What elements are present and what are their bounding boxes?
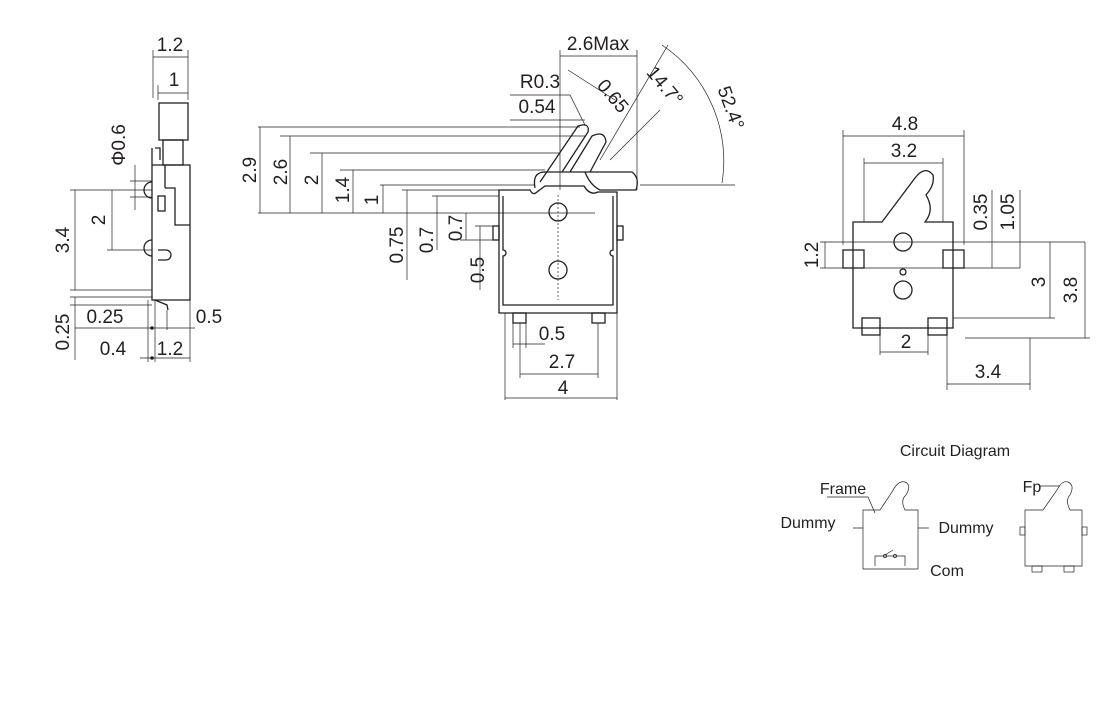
back-body-outline [852, 170, 954, 329]
dim-max-width: 2.6Max [567, 34, 630, 55]
dim-angle-small: 14.7° [642, 63, 687, 111]
angle-arc [661, 44, 725, 184]
dim-actuator-width: 1 [169, 70, 180, 91]
stem-outline [162, 139, 184, 166]
dim-foot-height: 0.25 [53, 314, 74, 351]
front-view: 2.6Max R0.3 0.54 0.65 14.7° 52.4° 2.9 2.… [240, 34, 748, 400]
right-tab [616, 225, 624, 241]
dim-dot [150, 356, 154, 360]
back-dimension-lines [820, 130, 1090, 390]
side-pins [143, 181, 172, 261]
dim-lever-width: 0.65 [592, 76, 632, 118]
dim-38: 3.8 [1061, 277, 1082, 303]
actuator-outline [158, 102, 189, 141]
dim-height: 3.4 [53, 226, 74, 253]
dim-body-width: 3.2 [891, 141, 917, 162]
dim-pin-pitch: 2 [89, 215, 110, 226]
dim-h07a: 0.7 [417, 227, 438, 253]
circuit-diagram: Circuit Diagram Frame Dummy Dummy Com Fp [780, 443, 1088, 580]
dim-h075: 0.75 [387, 227, 408, 264]
dim-body-width: 1.2 [157, 339, 183, 360]
tab [1019, 526, 1026, 536]
pad-right [927, 317, 948, 336]
dim-pin-offset: 0.4 [100, 339, 127, 360]
dim-foot-offset: 0.25 [87, 307, 124, 328]
dim-dot [150, 326, 154, 330]
front-body-outline [498, 185, 618, 314]
circuit-leaders [827, 496, 929, 529]
tab [1081, 526, 1088, 536]
dim-tab-height: 1.2 [802, 242, 823, 268]
pad [1063, 565, 1075, 573]
lever-bar [533, 171, 638, 191]
bottom-pad-right [591, 312, 606, 324]
side-dimension-lines [70, 50, 195, 362]
circuit-switch-left [862, 481, 919, 570]
dim-105: 1.05 [998, 194, 1019, 231]
label-fp: Fp [1023, 479, 1042, 496]
lever-arms [539, 124, 607, 183]
dim-total-width: 4.8 [892, 114, 918, 135]
dim-h05: 0.5 [468, 257, 489, 283]
dim-pad-pitch: 2.7 [549, 352, 575, 373]
label-frame: Frame [820, 481, 866, 498]
circuit-contact [874, 549, 906, 566]
dim-pad-pitch: 2 [901, 332, 912, 353]
dim-pad-width: 0.5 [539, 324, 565, 345]
dim-h14: 1.4 [333, 176, 354, 203]
side-body-outline [151, 147, 191, 301]
dim-h07b: 0.7 [446, 215, 467, 241]
pad [1031, 565, 1043, 573]
dim-h29: 2.9 [240, 157, 261, 183]
label-dummy-left: Dummy [780, 515, 835, 532]
circuit-switch-right [1024, 481, 1083, 567]
dim-radius: R0.3 [520, 72, 560, 93]
dim-h1: 1 [362, 195, 383, 206]
dim-3: 3 [1029, 277, 1050, 288]
dim-035: 0.35 [971, 194, 992, 231]
dim-top-width: 1.2 [157, 35, 183, 56]
dim-h2: 2 [302, 175, 323, 186]
lower-hole [893, 280, 913, 300]
dim-pin-gap: 0.5 [196, 307, 222, 328]
dim-tip-offset: 0.54 [519, 97, 556, 118]
small-hole [899, 268, 907, 276]
contact-dot [883, 554, 887, 558]
pad-left [861, 317, 881, 336]
dim-phi: Φ0.6 [109, 124, 130, 166]
side-detail [164, 165, 190, 226]
side-foot [154, 299, 169, 311]
back-view: 4.8 3.2 0.35 1.05 1.2 3 3.8 2 3.4 [802, 114, 1090, 390]
front-dimension-lines [258, 44, 735, 400]
dim-angle-large: 52.4° [713, 84, 748, 133]
circuit-title: Circuit Diagram [900, 443, 1010, 460]
label-com: Com [930, 563, 964, 580]
left-tab [492, 225, 500, 241]
side-view: 1.2 1 Φ0.6 3.4 2 0.25 0.25 0.5 0.4 1.2 [53, 35, 222, 362]
dim-34: 3.4 [975, 362, 1002, 383]
front-inner-outline [502, 196, 614, 306]
contact-dot [893, 554, 897, 558]
dim-h26: 2.6 [271, 159, 292, 185]
side-window [157, 195, 166, 212]
label-dummy-right: Dummy [938, 520, 993, 537]
bottom-pad-left [512, 312, 527, 324]
dim-body-width: 4 [558, 378, 569, 399]
